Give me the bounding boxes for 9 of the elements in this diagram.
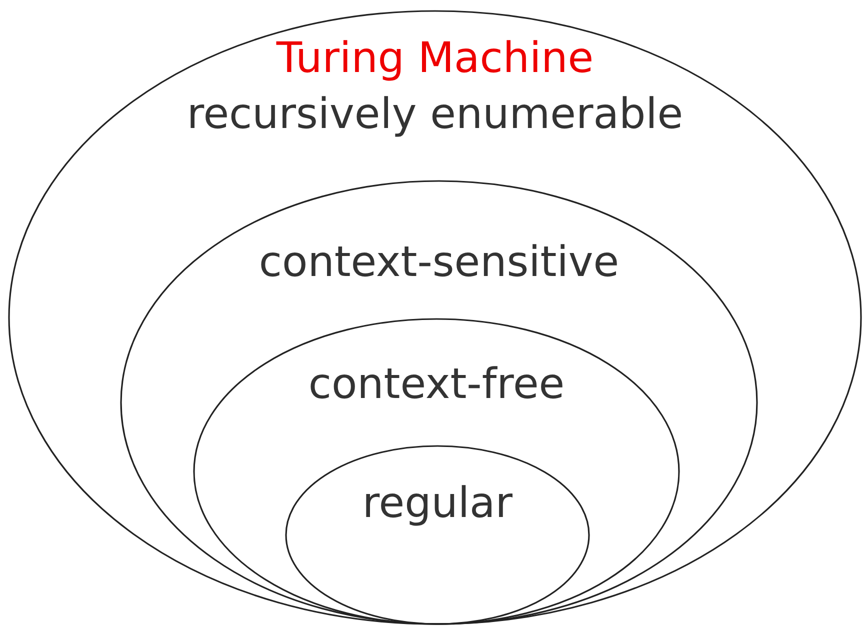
language-class-ellipse [120,180,758,625]
language-class-ellipse [8,10,862,625]
language-class-ellipse [285,445,590,625]
machine-label: Turing Machine [276,33,594,83]
class-label: context-free [308,359,565,409]
class-label: regular [362,478,513,528]
class-label: context-sensitive [258,237,620,287]
language-class-ellipse [193,318,680,625]
class-label: recursively enumerable [186,89,684,139]
